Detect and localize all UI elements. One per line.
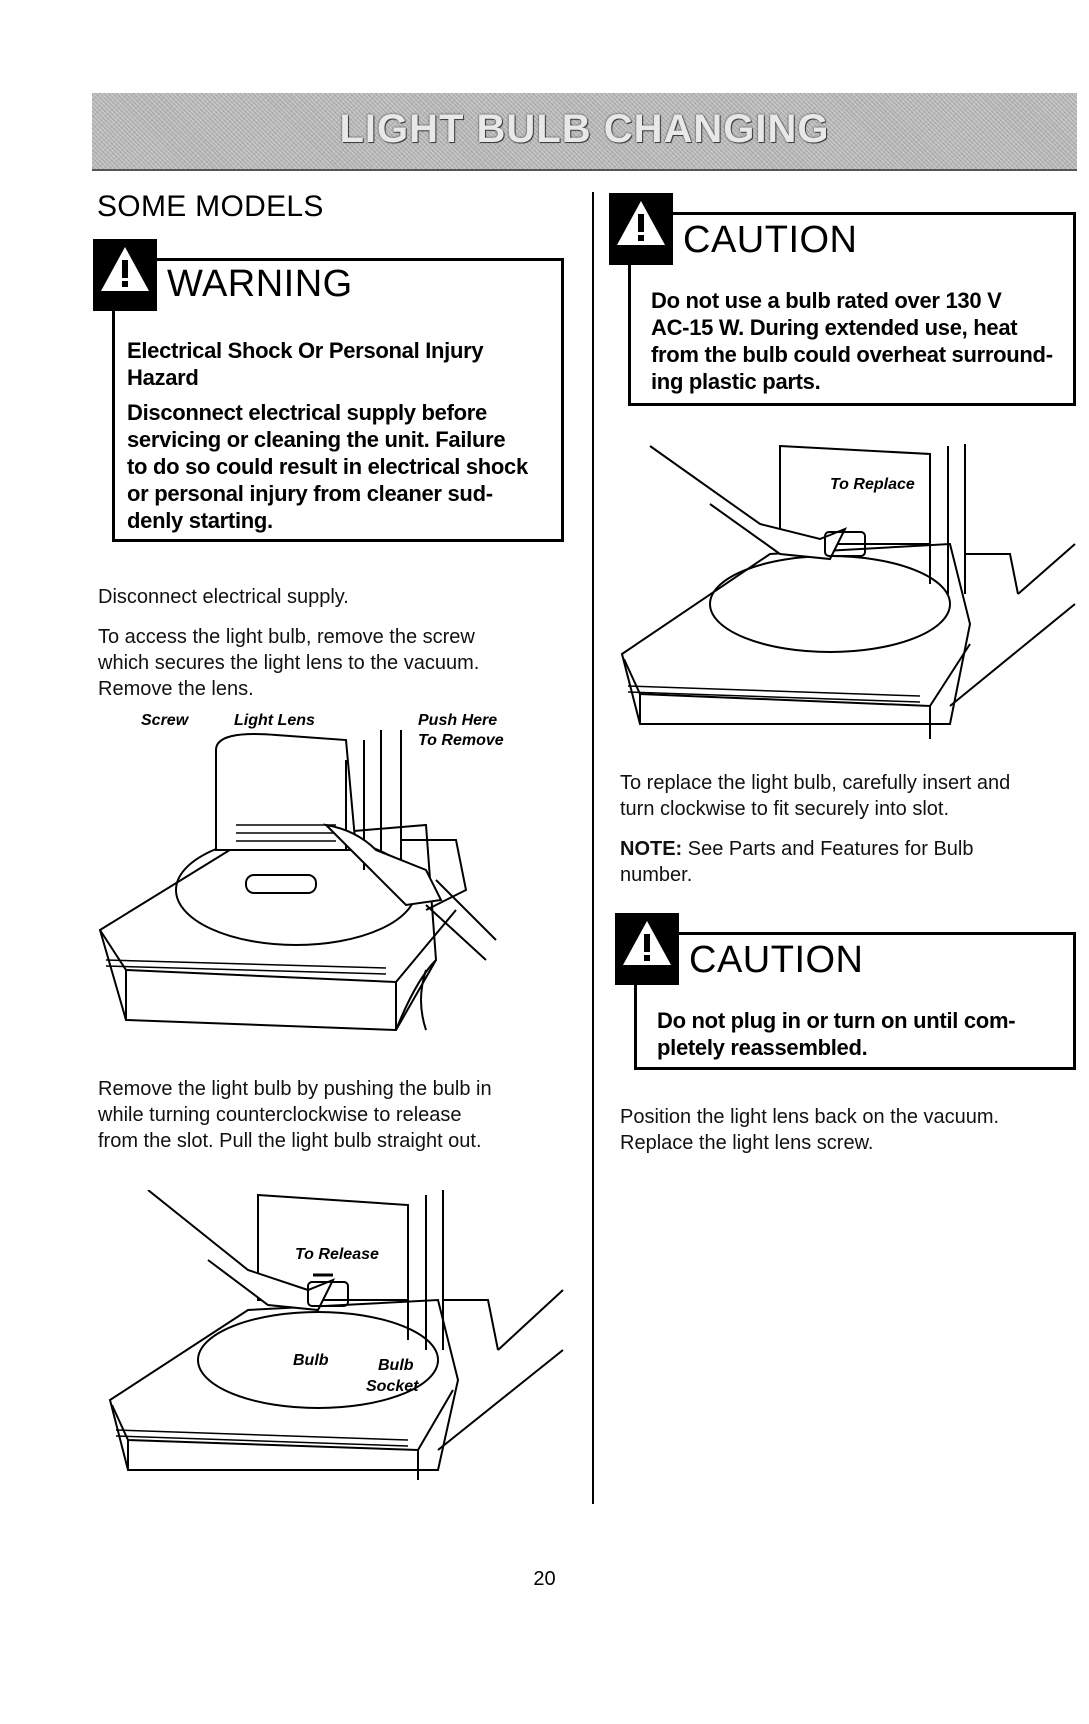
label-push-here: Push Here (418, 712, 498, 729)
label-bulb-socket-1: Bulb (378, 1357, 414, 1374)
label-bulb-socket-2: Socket (366, 1378, 419, 1395)
caution-signal-word: CAUTION (683, 219, 858, 261)
para-remove-bulb: Remove the light bulb by pushing the bul… (98, 1078, 492, 1152)
label-bulb: Bulb (293, 1352, 329, 1369)
models-heading: SOME MODELS (97, 190, 324, 223)
note-label: NOTE: (620, 838, 683, 860)
caution-2-signal-word: CAUTION (689, 939, 864, 981)
warning-triangle-icon (93, 239, 157, 311)
warning-hazard: Electrical Shock Or Personal Injury Haza… (127, 338, 484, 390)
para-access-bulb: To access the light bulb, remove the scr… (98, 626, 480, 700)
section-title: LIGHT BULB CHANGING (339, 107, 830, 151)
caution-2-body: Do not plug in or turn on until com- ple… (657, 1008, 1016, 1060)
label-light-lens: Light Lens (234, 712, 315, 729)
para-replace-bulb: To replace the light bulb, carefully ins… (620, 772, 1011, 820)
label-screw: Screw (141, 712, 189, 729)
caution-box-2: CAUTION Do not plug in or turn on until … (615, 913, 1076, 1070)
column-divider (592, 192, 594, 1504)
figure-release-bulb: To Release Bulb Bulb Socket (108, 1190, 568, 1490)
warning-body: Disconnect electrical supply before serv… (127, 400, 528, 533)
caution-triangle-icon (615, 913, 679, 985)
label-to-release: To Release (295, 1246, 379, 1263)
warning-box: WARNING Electrical Shock Or Personal Inj… (93, 239, 564, 542)
caution-1-body: Do not use a bulb rated over 130 V AC-15… (651, 288, 1053, 394)
right-text-block: To replace the light bulb, carefully ins… (620, 770, 1080, 898)
section-banner: LIGHT BULB CHANGING (92, 93, 1077, 171)
label-to-replace: To Replace (830, 476, 915, 493)
left-text-block-1: Disconnect electrical supply. To access … (98, 584, 578, 712)
caution-box-1: CAUTION Do not use a bulb rated over 130… (609, 193, 1076, 406)
label-to-remove: To Remove (418, 732, 504, 749)
figure-replace-bulb: To Replace (620, 444, 1080, 744)
page-number: 20 (533, 1568, 556, 1590)
note-paragraph: NOTE: See Parts and Features for Bulb nu… (620, 838, 974, 886)
para-disconnect: Disconnect electrical supply. (98, 586, 349, 608)
para-reposition-lens: Position the light lens back on the vacu… (620, 1106, 1000, 1154)
figure-remove-lens: Screw Light Lens Push Here To Remove (96, 712, 566, 1060)
warning-signal-word: WARNING (167, 263, 353, 305)
caution-triangle-icon (609, 193, 673, 265)
